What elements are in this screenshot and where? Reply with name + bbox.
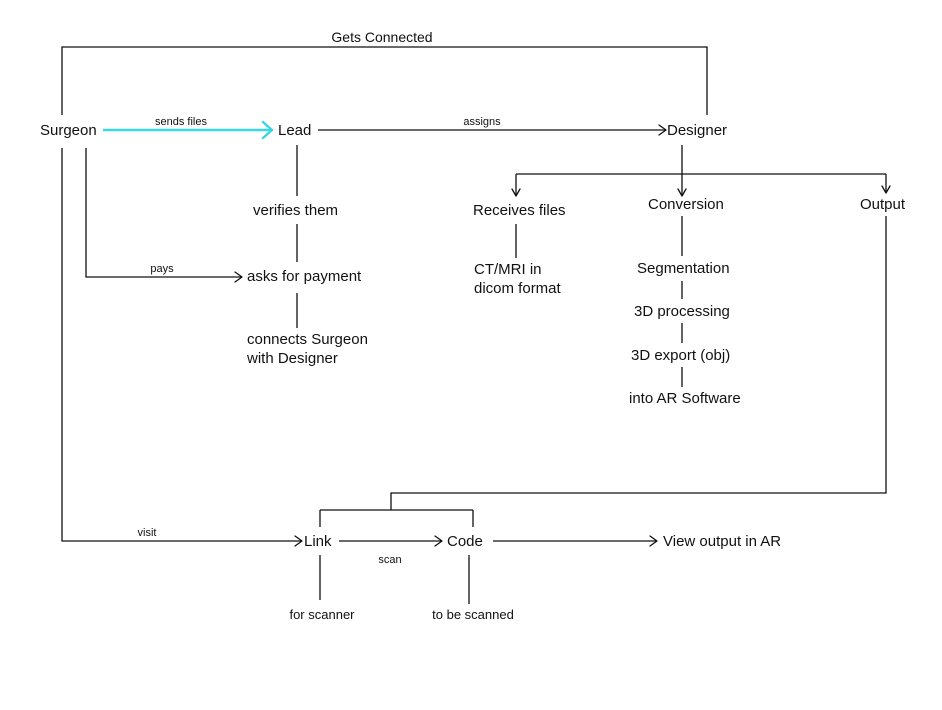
node-conversion: Conversion [648, 196, 724, 213]
visit-label: visit [138, 527, 157, 539]
assigns-label: assigns [463, 116, 501, 128]
pays-line [85, 148, 241, 278]
gets-connected-line [61, 46, 708, 115]
visit-arrowhead [294, 535, 303, 547]
branch-receives-arrowhead [511, 188, 521, 197]
scan-arrowhead [434, 535, 443, 547]
node-asks-payment: asks for payment [247, 268, 362, 285]
scan-label: scan [378, 554, 401, 566]
node-ctmri-line1: CT/MRI in [474, 261, 542, 278]
node-3d-processing: 3D processing [634, 303, 730, 320]
code-to-view-arrowhead [649, 535, 658, 547]
sends-files-label: sends files [155, 116, 207, 128]
node-connects-line1: connects Surgeon [247, 331, 368, 348]
visit-line [61, 148, 301, 542]
node-link: Link [304, 533, 332, 550]
node-receives-files: Receives files [473, 202, 566, 219]
assigns-arrowhead [658, 124, 667, 136]
node-for-scanner: for scanner [289, 607, 355, 622]
node-ctmri-line2: dicom format [474, 280, 562, 297]
gets-connected-label: Gets Connected [331, 29, 432, 45]
node-3d-export: 3D export (obj) [631, 347, 730, 364]
branch-conversion-arrowhead [677, 188, 687, 197]
node-connects-line2: with Designer [246, 350, 338, 367]
pays-label: pays [150, 263, 174, 275]
branch-output-arrowhead [881, 185, 891, 194]
node-to-be-scanned: to be scanned [432, 607, 514, 622]
node-output: Output [860, 196, 906, 213]
node-lead: Lead [278, 122, 311, 139]
node-designer: Designer [667, 122, 727, 139]
sends-files-arrowhead [261, 120, 274, 140]
pays-arrowhead [234, 271, 243, 283]
node-segmentation: Segmentation [637, 260, 730, 277]
node-view-ar: View output in AR [663, 533, 781, 550]
output-return-line [390, 216, 887, 510]
node-surgeon: Surgeon [40, 122, 97, 139]
node-into-ar: into AR Software [629, 390, 741, 407]
node-code: Code [447, 533, 483, 550]
node-verifies: verifies them [253, 202, 338, 219]
